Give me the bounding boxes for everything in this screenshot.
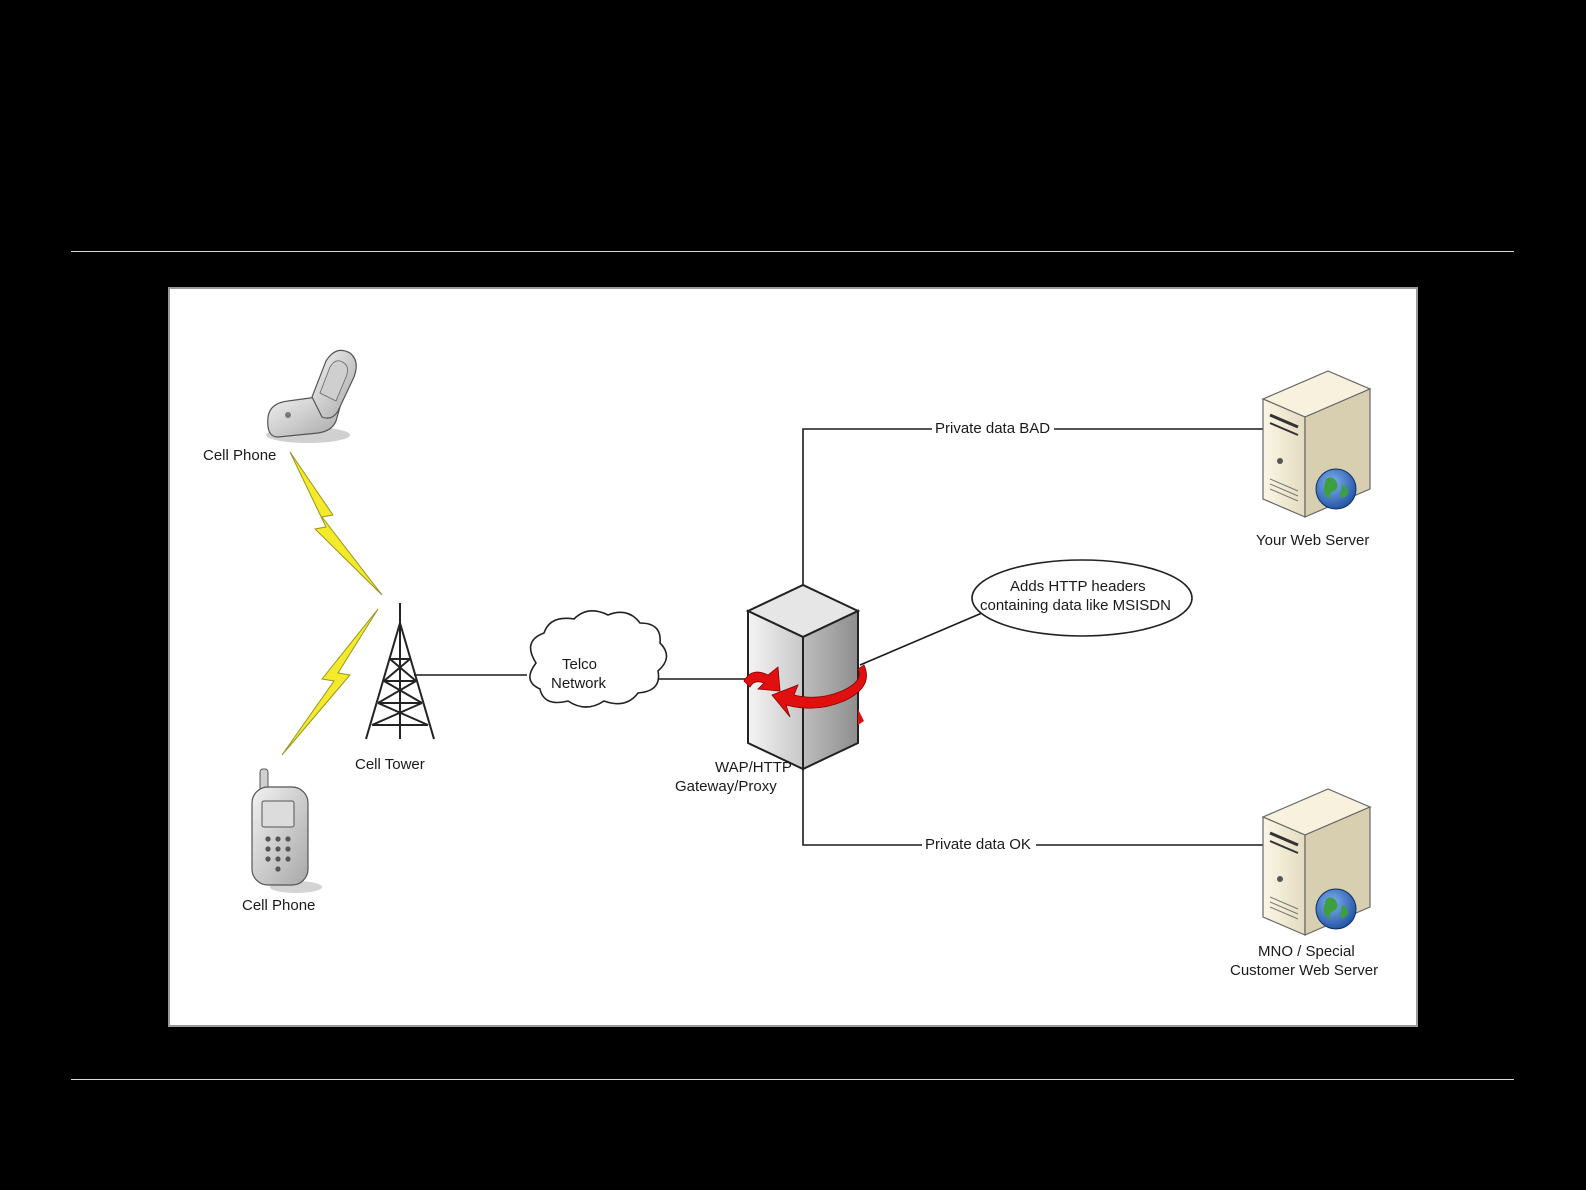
cloud-icon (530, 611, 667, 707)
bottom-divider (71, 1079, 1514, 1080)
node-label-mno-server-line1: MNO / Special (1258, 943, 1355, 960)
node-label-gateway-line1: WAP/HTTP (715, 759, 792, 776)
web-server-icon (1263, 371, 1370, 517)
mobile-phone-icon (252, 769, 322, 893)
cell-tower-icon (366, 603, 434, 739)
callout-text-line1: Adds HTTP headers (1010, 578, 1146, 595)
web-server-icon (1263, 789, 1370, 935)
node-label-gateway-line2: Gateway/Proxy (675, 778, 777, 795)
node-label-mno-server-line2: Customer Web Server (1230, 962, 1378, 979)
edge-label-private-data-bad: Private data BAD (935, 420, 1050, 437)
callout-pointer-line (860, 613, 982, 665)
edge-label-private-data-ok: Private data OK (925, 836, 1031, 853)
callout-text-line2: containing data like MSISDN (980, 597, 1171, 614)
node-label-telco-network-line2: Network (551, 675, 607, 692)
flip-phone-icon (266, 350, 356, 443)
node-label-your-web-server: Your Web Server (1256, 532, 1369, 549)
node-label-cell-tower: Cell Tower (355, 756, 425, 773)
diagram-panel: Private data BAD Private data OK Cell Ph… (168, 287, 1418, 1027)
network-diagram: Private data BAD Private data OK Cell Ph… (170, 289, 1416, 1025)
node-label-cell-phone-bottom: Cell Phone (242, 897, 315, 914)
top-divider (71, 251, 1514, 252)
lightning-bolt-icon (282, 609, 378, 755)
node-label-telco-network-line1: Telco (562, 656, 597, 673)
lightning-bolt-icon (290, 452, 382, 595)
gateway-to-your-server-line (803, 429, 1263, 585)
node-label-cell-phone-top: Cell Phone (203, 447, 276, 464)
gateway-proxy-icon (744, 585, 867, 769)
